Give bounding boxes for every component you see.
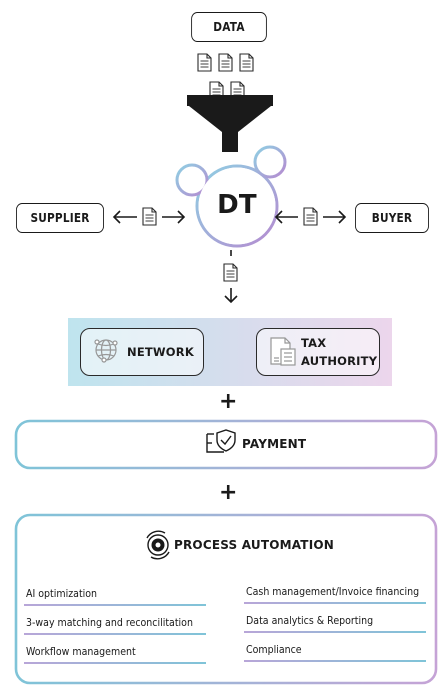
tax-authority-label-line1: TAX bbox=[301, 336, 327, 350]
document-icon bbox=[142, 207, 157, 226]
funnel-icon bbox=[187, 95, 273, 152]
plus-operator: + bbox=[219, 480, 238, 505]
tax-authority-box: TAX AUTHORITY bbox=[256, 328, 380, 376]
automation-item-ai-optimization: AI optimization bbox=[26, 588, 98, 600]
arrow-right-icon bbox=[162, 210, 186, 224]
arrow-down-icon bbox=[223, 250, 238, 304]
automation-item-workflow: Workflow management bbox=[26, 646, 136, 658]
automation-item-data-analytics: Data analytics & Reporting bbox=[246, 615, 374, 627]
dt-node-shape bbox=[175, 145, 287, 248]
automation-item-underline bbox=[244, 631, 426, 633]
dt-node-label: DT bbox=[217, 190, 257, 220]
automation-box-border bbox=[14, 513, 438, 685]
data-node-label: DATA bbox=[213, 20, 245, 34]
network-label: NETWORK bbox=[127, 345, 194, 359]
payment-check-icon bbox=[206, 429, 236, 453]
automation-item-underline bbox=[24, 604, 206, 606]
data-node: DATA bbox=[191, 12, 267, 42]
automation-item-underline bbox=[24, 633, 206, 635]
arrow-right-icon bbox=[323, 210, 347, 224]
gear-automation-icon bbox=[146, 530, 170, 560]
arrow-left-icon bbox=[274, 210, 298, 224]
automation-item-underline bbox=[24, 662, 206, 664]
buyer-node: BUYER bbox=[355, 203, 429, 233]
dt-node: DT bbox=[207, 190, 267, 220]
automation-item-underline bbox=[244, 602, 426, 604]
buyer-node-label: BUYER bbox=[371, 211, 413, 225]
document-icon bbox=[303, 207, 318, 226]
process-automation-title: PROCESS AUTOMATION bbox=[174, 538, 335, 552]
document-icon bbox=[197, 53, 254, 100]
arrow-left-icon bbox=[112, 210, 137, 224]
automation-item-underline bbox=[244, 660, 426, 662]
supplier-node-label: SUPPLIER bbox=[30, 211, 90, 225]
payment-label: PAYMENT bbox=[242, 437, 307, 451]
tax-authority-label-line2: AUTHORITY bbox=[301, 354, 378, 368]
supplier-node: SUPPLIER bbox=[16, 203, 104, 233]
automation-item-cash-management: Cash management/Invoice financing bbox=[246, 586, 420, 598]
automation-item-3-way-matching: 3-way matching and reconcilitation bbox=[26, 617, 193, 629]
network-box: NETWORK bbox=[80, 328, 204, 376]
automation-item-compliance: Compliance bbox=[246, 644, 302, 656]
plus-operator: + bbox=[219, 389, 238, 414]
